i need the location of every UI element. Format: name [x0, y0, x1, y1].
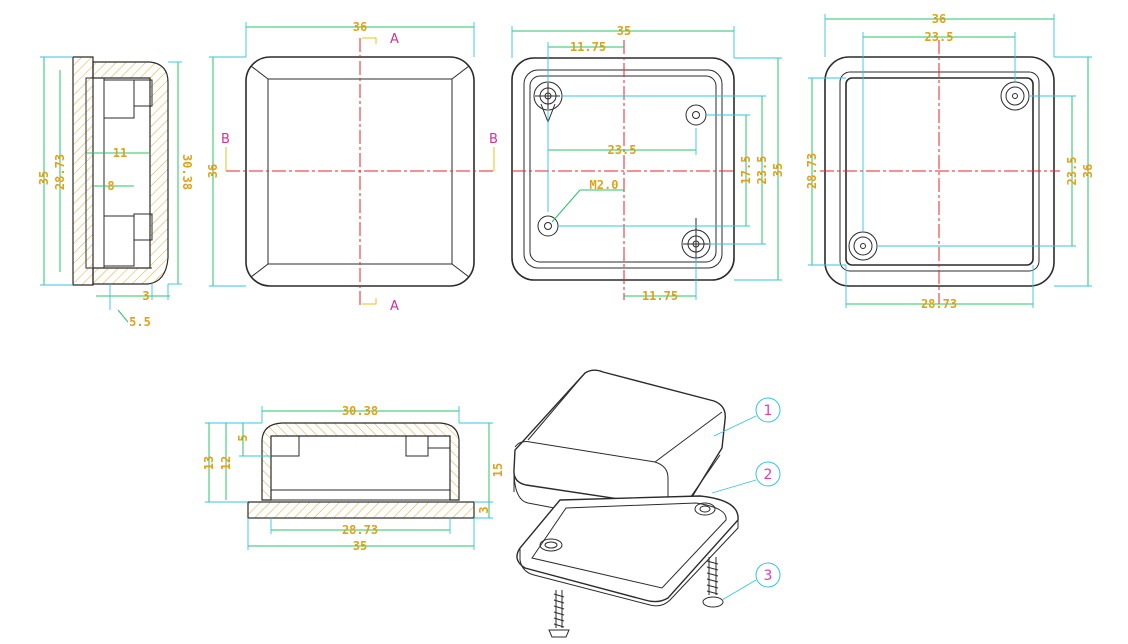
dim-front-30-38: 30.38	[342, 404, 378, 418]
hole-top-right	[1000, 81, 1030, 111]
dim-base-17-5: 17.5	[739, 156, 753, 185]
dim-side-35: 35	[37, 171, 51, 185]
dim-side-11: 11	[113, 146, 127, 160]
front-section-view: 30.38 13 12 5 15 3 28.73 35	[202, 404, 505, 553]
dim-inside-23-5-vertical: 23.5	[1065, 157, 1079, 186]
screw-left	[548, 590, 570, 638]
isometric-exploded-view: 1 2 3	[513, 369, 781, 638]
dim-front-5: 5	[236, 434, 250, 441]
boss-right	[685, 104, 707, 126]
section-b-right-label: B	[489, 132, 498, 147]
dim-side-3: 3	[142, 289, 149, 303]
dim-base-11-75-bottom: 11.75	[642, 289, 678, 303]
dim-inside-36-width: 36	[932, 12, 946, 26]
top-view: 36 36 A A B B	[206, 20, 498, 314]
dim-top-36-height: 36	[206, 164, 220, 178]
callout-2: 2	[764, 467, 773, 483]
section-b-left-label: B	[221, 132, 230, 147]
dim-front-3: 3	[477, 506, 491, 513]
dim-side-30-38: 30.38	[180, 154, 194, 190]
screw-right	[702, 557, 724, 608]
callout-3: 3	[764, 568, 773, 584]
screw-size-label: M2.0	[590, 178, 619, 192]
dim-inside-28-73-bottom: 28.73	[921, 297, 957, 311]
dim-base-35-width: 35	[617, 24, 631, 38]
dim-front-12: 12	[219, 456, 233, 470]
section-a-top-label: A	[390, 32, 399, 47]
dim-front-15: 15	[491, 463, 505, 477]
base-plate-part	[516, 495, 739, 607]
dim-side-28-73: 28.73	[53, 154, 67, 190]
dim-top-36-width: 36	[353, 20, 367, 34]
dim-front-28-73: 28.73	[342, 523, 378, 537]
dim-inside-36-height: 36	[1081, 164, 1095, 178]
side-section-view: 35 28.73 30.38 11 8 3 5.5	[37, 56, 194, 329]
dim-front-35: 35	[353, 539, 367, 553]
boss-bottom-right	[681, 218, 711, 262]
dim-base-23-5: 23.5	[608, 143, 637, 157]
hole-bottom-left	[848, 231, 878, 261]
dim-base-23-5-vertical: 23.5	[755, 156, 769, 185]
section-a-bottom-label: A	[390, 299, 399, 314]
dim-front-13: 13	[202, 456, 216, 470]
base-view: 35 11.75 23.5 11.75 M2.0 17.5 23.5 35	[511, 24, 785, 303]
callout-1: 1	[764, 403, 773, 419]
dim-inside-28-73: 28.73	[805, 153, 819, 189]
dim-base-35-height: 35	[771, 163, 785, 177]
dim-inside-23-5: 23.5	[925, 30, 954, 44]
dim-side-8: 8	[107, 179, 114, 193]
dim-side-5-5: 5.5	[129, 315, 151, 329]
inside-view: 36 23.5 28.73 23.5 36 28.73	[805, 12, 1095, 311]
dim-base-11-75-top: 11.75	[570, 40, 606, 54]
